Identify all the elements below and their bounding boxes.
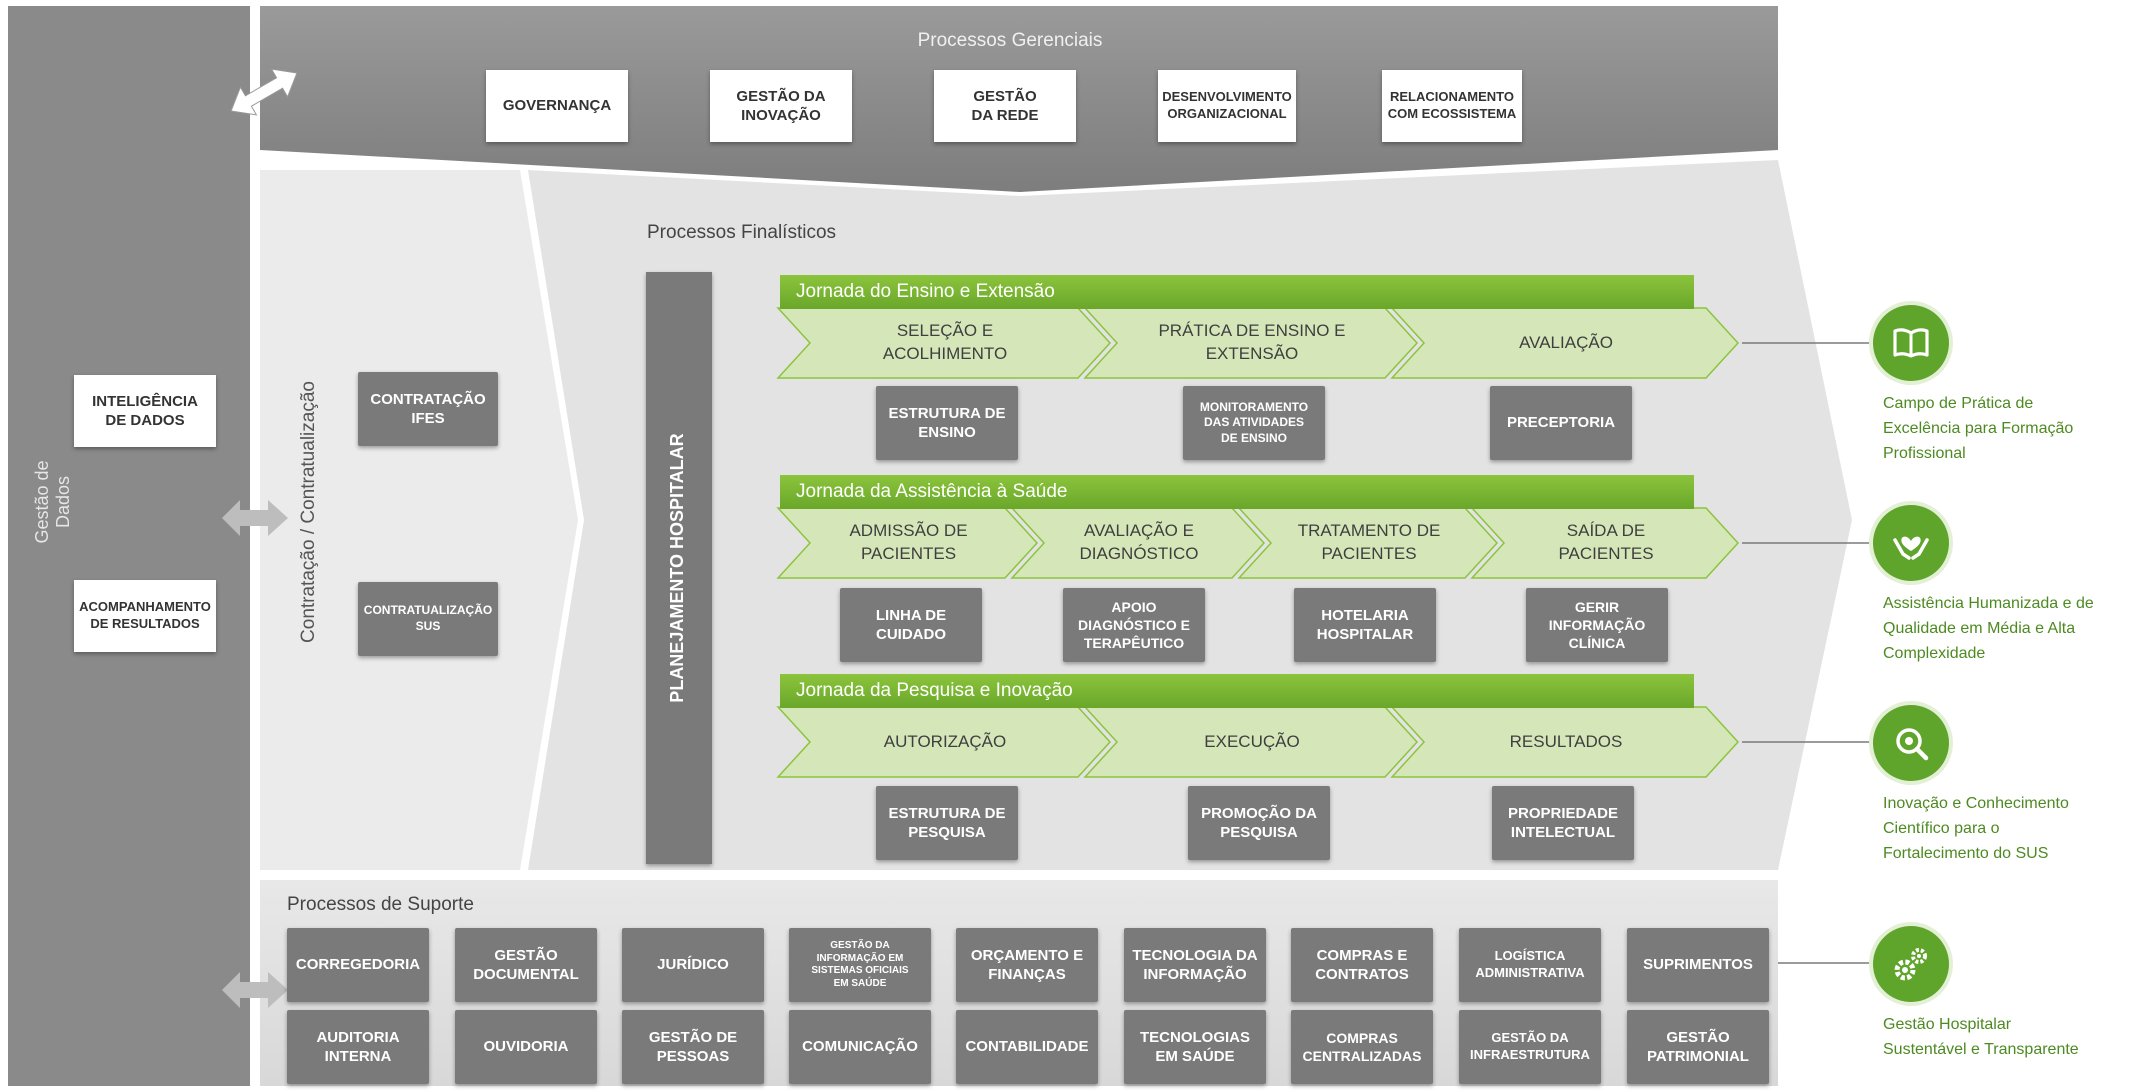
step-resultados[interactable]: RESULTADOS bbox=[1509, 731, 1623, 751]
step-selecao-acolhimento[interactable]: SELEÇÃO E ACOLHIMENTO bbox=[882, 321, 1008, 363]
estrutura-pesquisa-box[interactable]: ESTRUTURA DE PESQUISA bbox=[876, 786, 1018, 860]
step-admissao-pacientes[interactable]: ADMISSÃO DE PACIENTES bbox=[849, 521, 968, 563]
outcome-gestao-label: Gestão Hospitalar Sustentável e Transpar… bbox=[1883, 1016, 2079, 1058]
juridico-box[interactable]: JURÍDICO bbox=[622, 928, 764, 1002]
suporte-title: Processos de Suporte bbox=[287, 894, 474, 915]
gestao-informacao-sistemas-box[interactable]: GESTÃO DA INFORMAÇÃO EM SISTEMAS OFICIAI… bbox=[789, 928, 931, 1002]
jornada-assistencia-header: Jornada da Assistência à Saúde bbox=[780, 475, 1694, 509]
outcome-formacao-label: Campo de Prática de Excelência para Form… bbox=[1883, 395, 2074, 462]
hotelaria-hospitalar-box[interactable]: HOTELARIA HOSPITALAR bbox=[1294, 588, 1436, 662]
compras-centralizadas-box[interactable]: COMPRAS CENTRALIZADAS bbox=[1291, 1010, 1433, 1084]
gerir-informacao-clinica-box[interactable]: GERIR INFORMAÇÃO CLÍNICA bbox=[1526, 588, 1668, 662]
orcamento-financas-box[interactable]: ORÇAMENTO E FINANÇAS bbox=[956, 928, 1098, 1002]
preceptoria-box[interactable]: PRECEPTORIA bbox=[1490, 386, 1632, 460]
auditoria-interna-box[interactable]: AUDITORIA INTERNA bbox=[287, 1010, 429, 1084]
comunicacao-box[interactable]: COMUNICAÇÃO bbox=[789, 1010, 931, 1084]
double-arrow-mid bbox=[222, 500, 288, 536]
data-band bbox=[8, 6, 250, 1086]
promocao-pesquisa-box[interactable]: PROMOÇÃO DA PESQUISA bbox=[1188, 786, 1330, 860]
relacionamento-ecossistema-box[interactable]: RELACIONAMENTO COM ECOSSISTEMA bbox=[1382, 70, 1522, 142]
outcome-inovacao-label: Inovação e Conhecimento Científico para … bbox=[1883, 795, 2069, 862]
desenvolvimento-organizacional-box[interactable]: DESENVOLVIMENTO ORGANIZACIONAL bbox=[1158, 70, 1296, 142]
governanca-box[interactable]: GOVERNANÇA bbox=[486, 70, 628, 142]
contabilidade-box[interactable]: CONTABILIDADE bbox=[956, 1010, 1098, 1084]
compras-contratos-box[interactable]: COMPRAS E CONTRATOS bbox=[1291, 928, 1433, 1002]
step-saida-pacientes[interactable]: SAÍDA DE PACIENTES bbox=[1558, 521, 1654, 563]
acompanhamento-de-resultados-box[interactable]: ACOMPANHAMENTO DE RESULTADOS bbox=[74, 580, 216, 652]
contratacao-ifes-box[interactable]: CONTRATAÇÃO IFES bbox=[358, 372, 498, 446]
jornada-ensino-chevrons bbox=[776, 307, 1740, 379]
gestao-patrimonial-box[interactable]: GESTÃO PATRIMONIAL bbox=[1627, 1010, 1769, 1084]
tecnologia-informacao-box[interactable]: TECNOLOGIA DA INFORMAÇÃO bbox=[1124, 928, 1266, 1002]
gestao-documental-box[interactable]: GESTÃO DOCUMENTAL bbox=[455, 928, 597, 1002]
step-avaliacao-diagnostico[interactable]: AVALIAÇÃO E DIAGNÓSTICO bbox=[1079, 521, 1199, 563]
corregedoria-box[interactable]: CORREGEDORIA bbox=[287, 928, 429, 1002]
contratacao-panel bbox=[260, 170, 578, 870]
gestao-inovacao-box[interactable]: GESTÃO DA INOVAÇÃO bbox=[710, 70, 852, 142]
step-autorizacao[interactable]: AUTORIZAÇÃO bbox=[883, 731, 1007, 751]
planejamento-hospitalar-bar[interactable]: PLANEJAMENTO HOSPITALAR bbox=[646, 272, 712, 864]
planejamento-hospitalar-label: PLANEJAMENTO HOSPITALAR bbox=[667, 433, 687, 703]
ouvidoria-box[interactable]: OUVIDORIA bbox=[455, 1010, 597, 1084]
gestao-infraestrutura-box[interactable]: GESTÃO DA INFRAESTRUTURA bbox=[1459, 1010, 1601, 1084]
logistica-administrativa-box[interactable]: LOGÍSTICA ADMINISTRATIVA bbox=[1459, 928, 1601, 1002]
gestao-rede-box[interactable]: GESTÃO DA REDE bbox=[934, 70, 1076, 142]
finalisticos-title: Processos Finalísticos bbox=[647, 222, 837, 243]
book-icon bbox=[1873, 305, 1949, 381]
step-pratica-ensino[interactable]: PRÁTICA DE ENSINO E EXTENSÃO bbox=[1158, 321, 1346, 363]
estrutura-ensino-box[interactable]: ESTRUTURA DE ENSINO bbox=[876, 386, 1018, 460]
contratacao-vertical-label: Contratação / Contratualização bbox=[298, 381, 319, 643]
contratualizacao-sus-box[interactable]: CONTRATUALIZAÇÃO SUS bbox=[358, 582, 498, 656]
gerenciais-title: Processos Gerenciais bbox=[917, 30, 1103, 51]
heart-hands-icon bbox=[1873, 505, 1949, 581]
linha-cuidado-box[interactable]: LINHA DE CUIDADO bbox=[840, 588, 982, 662]
monitoramento-atividades-box[interactable]: MONITORAMENTO DAS ATIVIDADES DE ENSINO bbox=[1183, 386, 1325, 460]
gestao-de-dados-label: Gestão de Dados bbox=[32, 460, 73, 544]
propriedade-intelectual-box[interactable]: PROPRIEDADE INTELECTUAL bbox=[1492, 786, 1634, 860]
gestao-pessoas-box[interactable]: GESTÃO DE PESSOAS bbox=[622, 1010, 764, 1084]
magnifier-gear-icon bbox=[1873, 705, 1949, 781]
step-avaliacao[interactable]: AVALIAÇÃO bbox=[1519, 332, 1613, 352]
jornada-ensino-header: Jornada do Ensino e Extensão bbox=[780, 275, 1694, 309]
inteligencia-de-dados-box[interactable]: INTELIGÊNCIA DE DADOS bbox=[74, 375, 216, 447]
gears-icon bbox=[1873, 926, 1949, 1002]
jornada-assistencia-chevrons bbox=[776, 507, 1740, 579]
tecnologias-saude-box[interactable]: TECNOLOGIAS EM SAÚDE bbox=[1124, 1010, 1266, 1084]
double-arrow-top bbox=[230, 68, 298, 116]
jornada-pesquisa-chevrons bbox=[776, 706, 1740, 778]
suprimentos-box[interactable]: SUPRIMENTOS bbox=[1627, 928, 1769, 1002]
step-execucao[interactable]: EXECUÇÃO bbox=[1204, 731, 1300, 751]
outcome-assistencia-label: Assistência Humanizada e de Qualidade em… bbox=[1883, 595, 2094, 662]
double-arrow-bottom bbox=[222, 972, 288, 1008]
step-tratamento-pacientes[interactable]: TRATAMENTO DE PACIENTES bbox=[1297, 521, 1441, 563]
apoio-diagnostico-box[interactable]: APOIO DIAGNÓSTICO E TERAPÊUTICO bbox=[1063, 588, 1205, 662]
jornada-pesquisa-header: Jornada da Pesquisa e Inovação bbox=[780, 674, 1694, 708]
